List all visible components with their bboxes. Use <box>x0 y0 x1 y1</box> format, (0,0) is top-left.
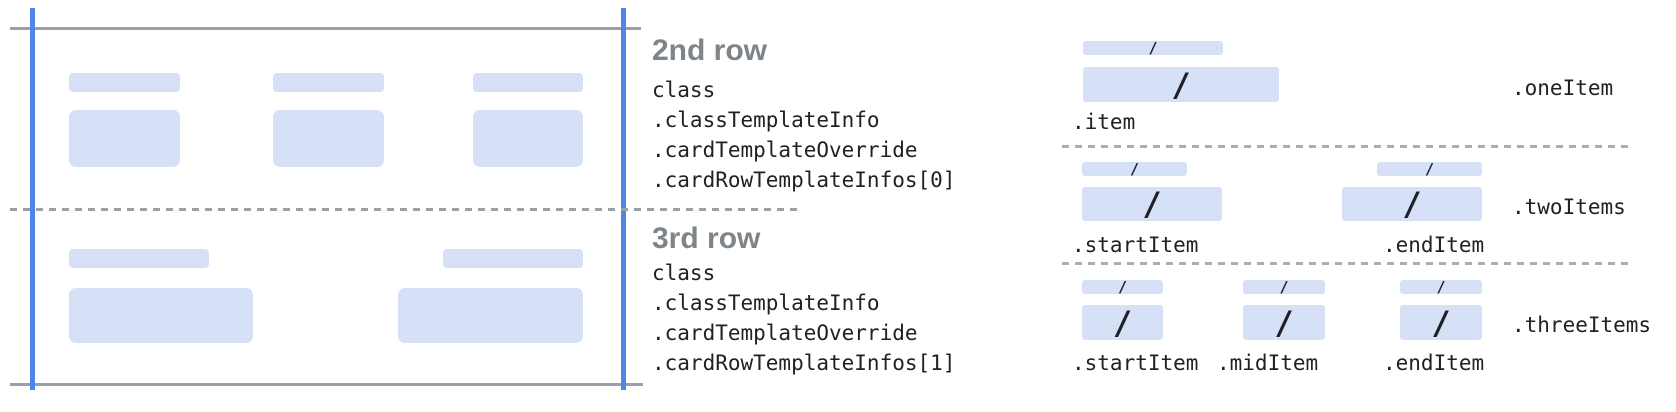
code-line: .cardTemplateOverride <box>652 138 918 162</box>
slash-separator-icon: / <box>1171 65 1191 104</box>
mid-item-field-label: .midItem <box>1217 351 1319 375</box>
row2-col2-value-box <box>273 110 384 167</box>
end-item-value-bar: / <box>1400 305 1482 340</box>
code-line: .cardRowTemplateInfos[1] <box>652 351 956 375</box>
slash-separator-icon: / <box>1129 159 1140 178</box>
row3-start-value-box <box>69 288 253 343</box>
slash-separator-icon: / <box>1424 159 1435 178</box>
row2-col3-value-box <box>473 110 583 167</box>
code-line: class <box>652 261 716 285</box>
code-line: .classTemplateInfo <box>652 291 880 315</box>
slash-separator-icon: / <box>1431 303 1451 342</box>
start-item-label-bar: / <box>1082 159 1187 178</box>
start-item-field-label: .startItem <box>1072 351 1199 375</box>
slash-separator-icon: / <box>1148 38 1158 57</box>
end-item-value-bar: / <box>1342 187 1482 221</box>
row3-end-label-bar <box>443 249 583 268</box>
start-item-field-label: .startItem <box>1072 233 1199 257</box>
row2-col1-value-box <box>69 110 180 167</box>
slash-separator-icon: / <box>1274 303 1294 342</box>
card-top-boundary-line <box>10 27 641 30</box>
one-item-template-label: .oneItem <box>1512 76 1614 100</box>
row2-col1-label-bar <box>69 73 180 92</box>
start-item-value-bar: / <box>1082 187 1222 221</box>
third-row-heading: 3rd row <box>652 222 761 255</box>
row2-col2-label-bar <box>273 73 384 92</box>
card-left-edge-line <box>30 8 35 390</box>
mid-item-value-bar: / <box>1243 305 1325 340</box>
three-items-template-label: .threeItems <box>1512 313 1652 337</box>
slash-separator-icon: / <box>1142 185 1162 223</box>
end-item-field-label: .endItem <box>1383 233 1485 257</box>
item-field-label: .item <box>1072 110 1136 134</box>
slash-separator-icon: / <box>1402 185 1422 223</box>
template-divider-dashed-line <box>1062 262 1630 265</box>
template-divider-dashed-line <box>1062 145 1630 148</box>
end-item-label-bar: / <box>1377 159 1482 178</box>
end-item-label-bar: / <box>1400 277 1482 296</box>
item-label-bar: / <box>1083 38 1223 57</box>
slash-separator-icon: / <box>1117 277 1128 296</box>
start-item-label-bar: / <box>1082 277 1163 296</box>
code-line: .cardTemplateOverride <box>652 321 918 345</box>
card-bottom-boundary-line <box>10 383 643 386</box>
two-items-template-label: .twoItems <box>1512 195 1626 219</box>
row2-col3-label-bar <box>473 73 583 92</box>
slash-separator-icon: / <box>1436 277 1446 296</box>
row-divider-dashed-line <box>10 208 800 211</box>
slash-separator-icon: / <box>1112 303 1133 342</box>
code-line: .cardRowTemplateInfos[0] <box>652 168 956 192</box>
row3-end-value-box <box>398 288 583 343</box>
code-line: class <box>652 78 716 102</box>
third-row-class-path: class .classTemplateInfo .cardTemplateOv… <box>652 258 955 378</box>
mid-item-label-bar: / <box>1243 277 1325 296</box>
item-value-bar: / <box>1083 67 1279 102</box>
second-row-heading: 2nd row <box>652 34 768 67</box>
slash-separator-icon: / <box>1279 277 1289 296</box>
second-row-class-path: class .classTemplateInfo .cardTemplateOv… <box>652 75 955 195</box>
code-line: .classTemplateInfo <box>652 108 880 132</box>
card-right-edge-line <box>621 8 626 390</box>
end-item-field-label: .endItem <box>1383 351 1485 375</box>
row3-start-label-bar <box>69 249 209 268</box>
start-item-value-bar: / <box>1082 305 1163 340</box>
